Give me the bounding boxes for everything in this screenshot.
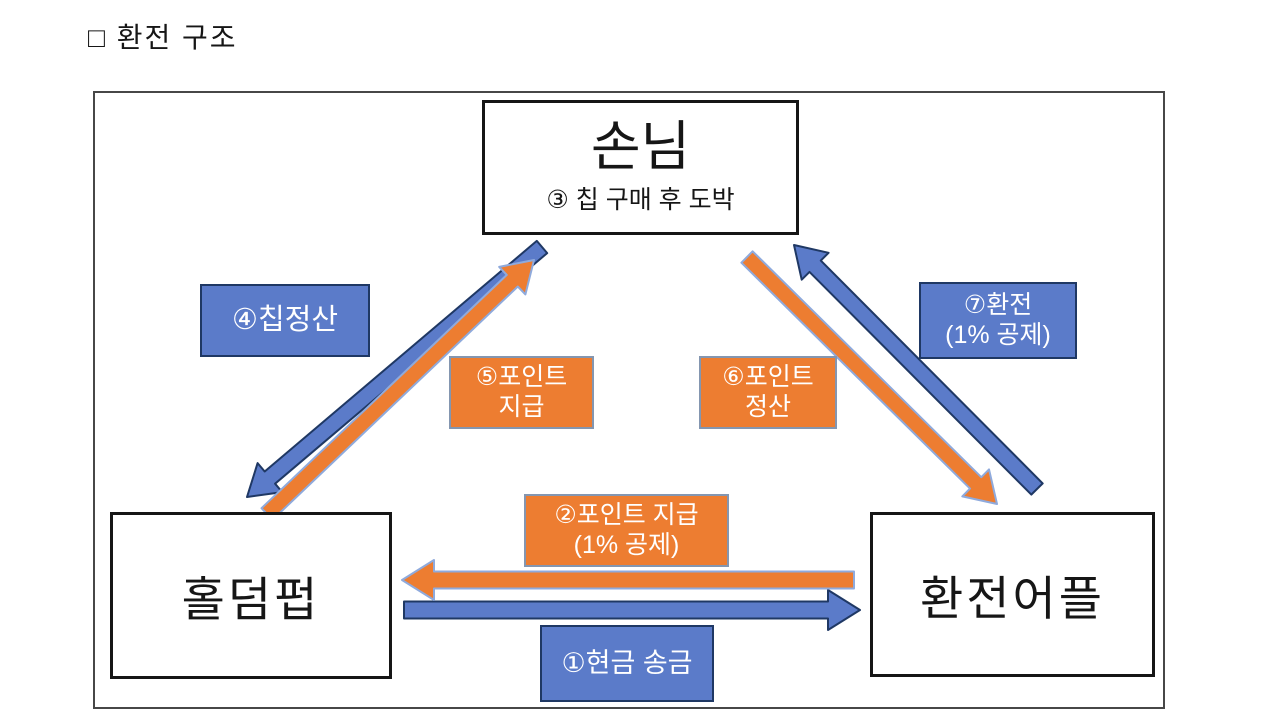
arrow-point-payment-app bbox=[401, 559, 855, 601]
point-settlement-line1: ⑥포인트 bbox=[722, 363, 814, 391]
node-customer: 손님 ③ 칩 구매 후 도박 bbox=[482, 100, 799, 235]
label-point-payment-pub: ⑤포인트 지급 bbox=[449, 356, 594, 429]
arrow-cash-transfer bbox=[403, 589, 861, 631]
point-payment-app-line1: ②포인트 지급 bbox=[554, 501, 699, 529]
holdem-pub-label: 홀덤펍 bbox=[181, 573, 321, 626]
customer-sublabel: ③ 칩 구매 후 도박 bbox=[546, 185, 735, 214]
exchange-app-label: 환전어플 bbox=[920, 572, 1105, 625]
point-settlement-line2: 정산 bbox=[744, 392, 791, 421]
customer-label: 손님 bbox=[590, 117, 691, 178]
label-point-settlement: ⑥포인트 정산 bbox=[699, 356, 837, 429]
point-payment-pub-line1: ⑤포인트 bbox=[475, 363, 568, 391]
arrow-point-settlement bbox=[740, 250, 998, 505]
page-title: □ 환전 구조 bbox=[88, 22, 238, 53]
arrow-point-payment-pub bbox=[260, 259, 535, 521]
arrow-exchange bbox=[793, 244, 1044, 496]
node-exchange-app: 환전어플 bbox=[870, 512, 1155, 677]
node-holdem-pub: 홀덤펍 bbox=[110, 512, 392, 679]
label-exchange: ⑦환전 (1% 공제) bbox=[919, 282, 1077, 359]
chip-settlement-text: ④칩정산 bbox=[231, 304, 339, 337]
arrow-layer bbox=[246, 239, 1044, 631]
label-chip-settlement: ④칩정산 bbox=[200, 284, 370, 357]
point-payment-pub-line2: 지급 bbox=[498, 392, 545, 421]
label-cash-transfer: ①현금 송금 bbox=[540, 625, 714, 702]
label-point-payment-app: ②포인트 지급 (1% 공제) bbox=[524, 494, 729, 567]
cash-transfer-text: ①현금 송금 bbox=[561, 647, 693, 678]
exchange-line2: (1% 공제) bbox=[945, 320, 1051, 349]
point-payment-app-line2: (1% 공제) bbox=[573, 530, 680, 559]
exchange-line1: ⑦환전 bbox=[963, 291, 1033, 319]
diagram-frame: 손님 ③ 칩 구매 후 도박 홀덤펍 환전어플 ④칩정산 ⑤포인트 지급 ⑥포인… bbox=[93, 91, 1165, 709]
